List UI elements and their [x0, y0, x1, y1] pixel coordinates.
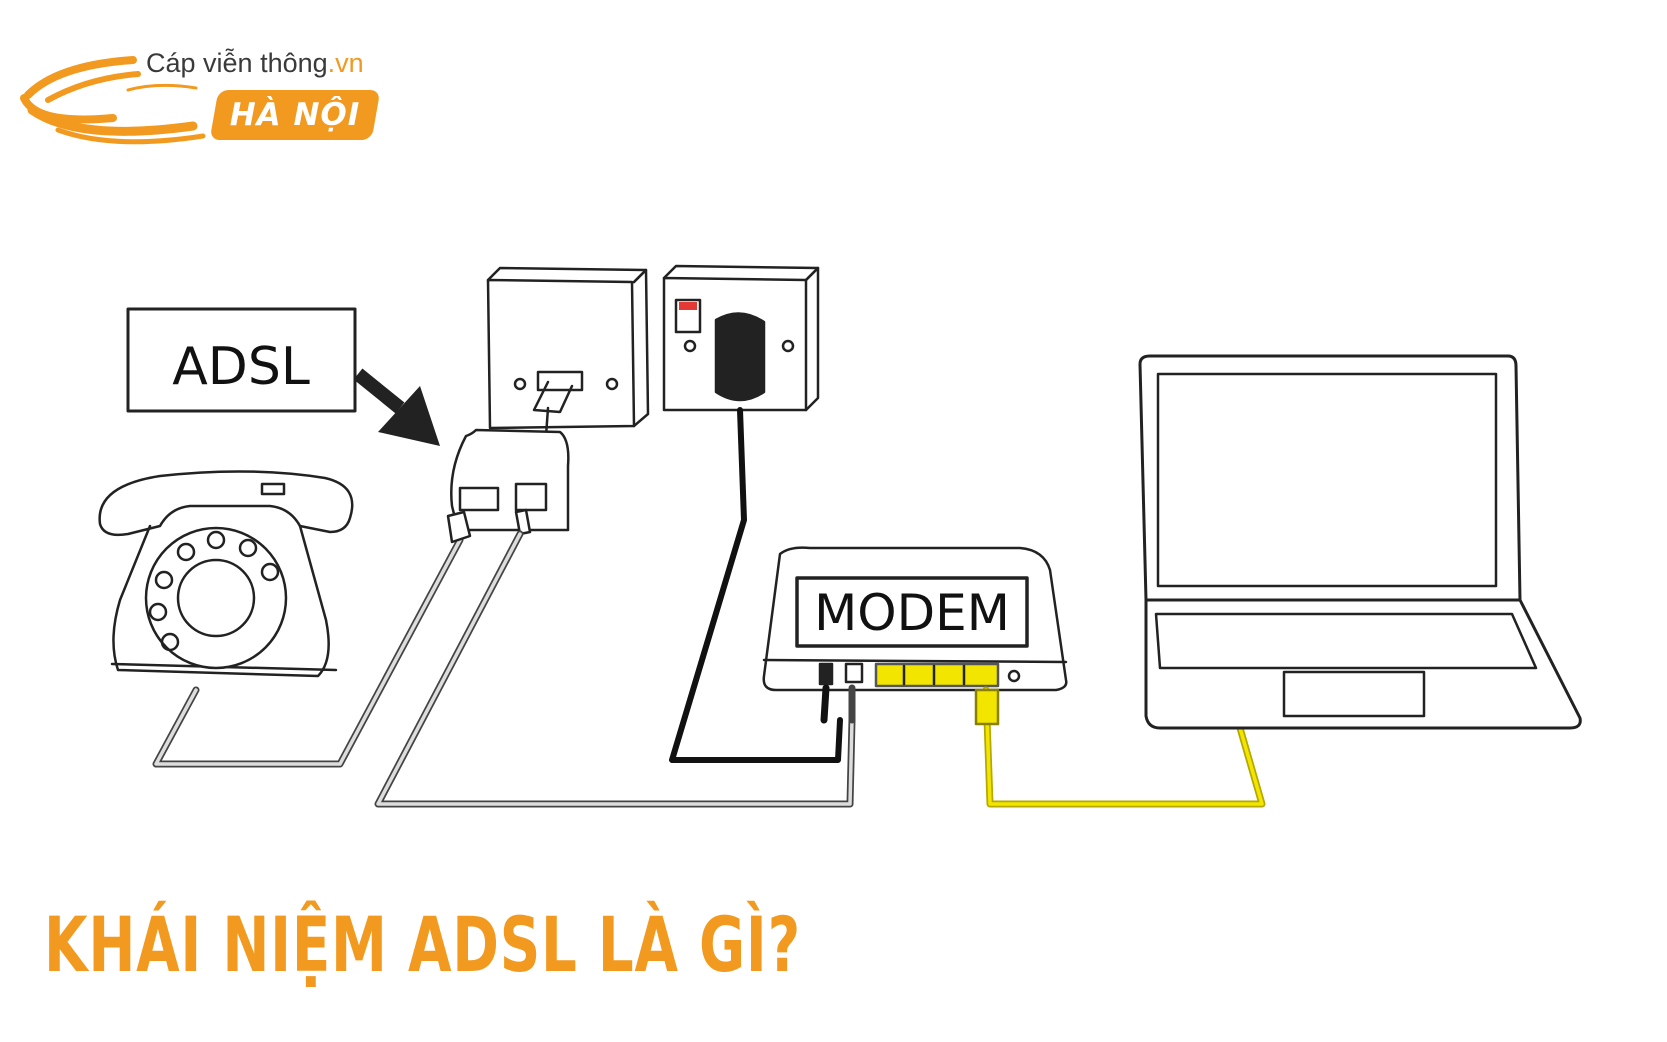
arrow-icon — [353, 368, 440, 446]
phone-icon — [98, 470, 354, 678]
logo-city: HÀ NỘI — [229, 97, 361, 133]
adsl-label-box — [126, 307, 357, 413]
logo-site-name: Cáp viễn thông.vn — [146, 48, 364, 78]
adsl-label: ADSL — [172, 337, 310, 397]
swoosh-icon — [20, 56, 206, 145]
adsl-splitter-icon — [446, 428, 570, 544]
power-cable — [669, 407, 843, 763]
modem-label: MODEM — [814, 584, 1010, 642]
power-socket-icon — [662, 264, 820, 412]
laptop-icon — [1138, 354, 1582, 730]
brand-logo: Cáp viễn thông.vn HÀ NỘI — [18, 40, 398, 160]
wall-phone-socket-icon — [486, 266, 650, 438]
modem-icon — [762, 546, 1068, 724]
page-title: KHÁI NIỆM ADSL LÀ GÌ? — [44, 900, 801, 989]
